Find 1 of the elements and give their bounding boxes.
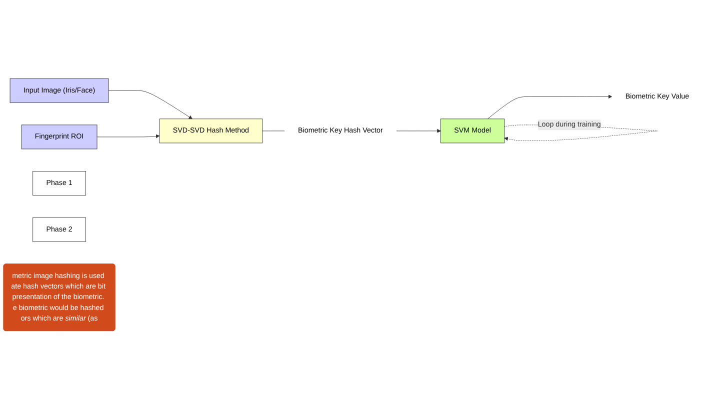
connector (262, 131, 285, 132)
